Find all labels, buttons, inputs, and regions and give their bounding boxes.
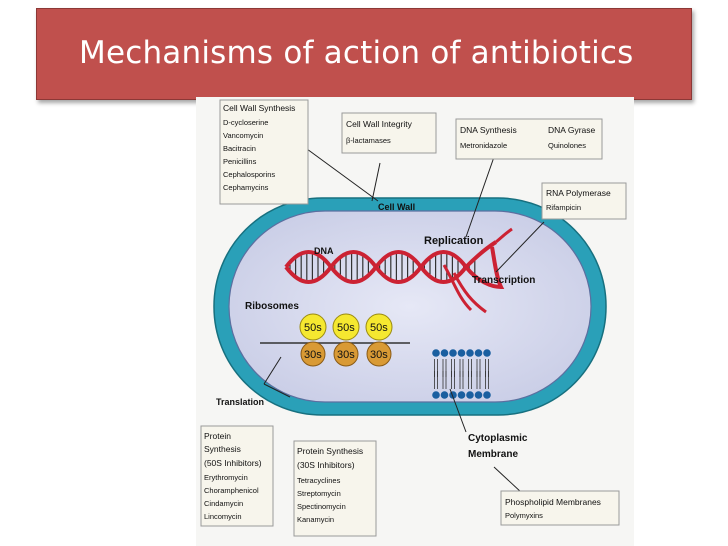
translation-label: Translation: [216, 397, 264, 407]
transcription-label: Transcription: [472, 275, 535, 286]
drug-item: Cephamycins: [223, 183, 269, 192]
ribosome-1: 50s 30s: [299, 313, 327, 367]
drug-item: Erythromycin: [204, 473, 248, 482]
title-banner: Mechanisms of action of antibiotics: [36, 8, 692, 100]
box-title: DNA Gyrase: [548, 125, 596, 135]
cytoplasmic-membrane-label-1: Cytoplasmic: [468, 433, 528, 444]
ribosome-3-50s: 50s: [370, 322, 388, 334]
ribosome-3: 50s 30s: [365, 313, 393, 367]
phospholipid-head: [474, 349, 483, 357]
box-rna-polymerase: RNA Polymerase Rifampicin: [541, 182, 627, 220]
phospholipid-head: [432, 391, 440, 399]
drug-item: Lincomycin: [204, 512, 242, 521]
box-title: Cell Wall Synthesis: [223, 103, 295, 113]
box-title: Synthesis: [204, 444, 241, 454]
replication-label: Replication: [424, 235, 484, 247]
drug-item: Choramphenicol: [204, 486, 259, 495]
phospholipid-tail: [468, 371, 472, 389]
drug-item: Metronidazole: [460, 141, 507, 150]
box-title: Protein: [204, 431, 231, 441]
box-title: RNA Polymerase: [546, 188, 611, 198]
phospholipid-bilayer: [432, 349, 491, 399]
box-title: DNA Synthesis: [460, 125, 517, 135]
phospholipid-tail: [476, 371, 481, 389]
drug-item: Polymyxins: [505, 511, 543, 520]
box-cell-wall-integrity: Cell Wall Integrity β-lactamases: [341, 112, 437, 154]
drug-item: Rifampicin: [546, 203, 581, 212]
box-title: (30S Inhibitors): [297, 460, 355, 470]
box-dna-synthesis-gyrase: DNA Synthesis Metronidazole DNA Gyrase Q…: [455, 118, 603, 160]
phospholipid-head: [474, 391, 483, 399]
phospholipid-tail: [485, 371, 489, 389]
ribosomes-label: Ribosomes: [245, 301, 299, 312]
phospholipid-head: [483, 349, 491, 357]
ribosome-2-30s: 30s: [337, 349, 355, 361]
drug-item: Kanamycin: [297, 515, 334, 524]
drug-item: Streptomycin: [297, 489, 341, 498]
drug-item: Bacitracin: [223, 144, 256, 153]
ribosome-2: 50s 30s: [332, 313, 360, 367]
drug-item: β-lactamases: [346, 136, 391, 145]
box-title: Protein Synthesis: [297, 446, 363, 456]
phospholipid-tail: [434, 371, 438, 389]
phospholipid-head: [483, 391, 491, 399]
ribosome-1-50s: 50s: [304, 322, 322, 334]
phospholipid-head: [449, 349, 457, 357]
box-protein-synthesis-50s: Protein Synthesis (50S Inhibitors) Eryth…: [200, 425, 274, 527]
box-protein-synthesis-30s: Protein Synthesis (30S Inhibitors) Tetra…: [293, 440, 377, 537]
box-cell-wall-synthesis: Cell Wall Synthesis D-cycloserine Vancom…: [219, 99, 309, 205]
ribosome-3-30s: 30s: [370, 349, 388, 361]
cell-wall-label: Cell Wall: [378, 202, 415, 212]
drug-item: Spectinomycin: [297, 502, 346, 511]
phospholipid-tail: [451, 371, 455, 389]
phospholipid-head: [432, 349, 440, 357]
dna-helix: [284, 227, 513, 314]
box-title: Phospholipid Membranes: [505, 497, 601, 507]
mrna-strand: [442, 264, 473, 312]
drug-item: Vancomycin: [223, 131, 263, 140]
dna-label: DNA: [314, 246, 334, 256]
drug-item: Cindamycin: [204, 499, 243, 508]
ribosome-2-50s: 50s: [337, 322, 355, 334]
phospholipid-head: [440, 349, 449, 357]
drug-item: D-cycloserine: [223, 118, 268, 127]
phospholipid-tail: [459, 371, 464, 389]
antibiotic-mechanisms-diagram: Cell Wall DNA Replication Transcription …: [196, 97, 634, 546]
phospholipid-tail: [442, 371, 447, 389]
phospholipid-head: [466, 349, 474, 357]
phospholipid-head: [457, 391, 466, 399]
phospholipid-head: [457, 349, 466, 357]
drug-item: Penicillins: [223, 157, 257, 166]
slide-title: Mechanisms of action of antibiotics: [79, 35, 634, 71]
box-title: Cell Wall Integrity: [346, 119, 413, 129]
box-phospholipid-membranes: Phospholipid Membranes Polymyxins: [500, 490, 620, 526]
phospholipid-head: [440, 391, 449, 399]
drug-item: Quinolones: [548, 141, 586, 150]
cytoplasmic-membrane-label-2: Membrane: [468, 449, 518, 460]
ribosome-1-30s: 30s: [304, 349, 322, 361]
box-title: (50S Inhibitors): [204, 458, 262, 468]
drug-item: Tetracyclines: [297, 476, 341, 485]
phospholipid-head: [466, 391, 474, 399]
drug-item: Cephalosporins: [223, 170, 275, 179]
